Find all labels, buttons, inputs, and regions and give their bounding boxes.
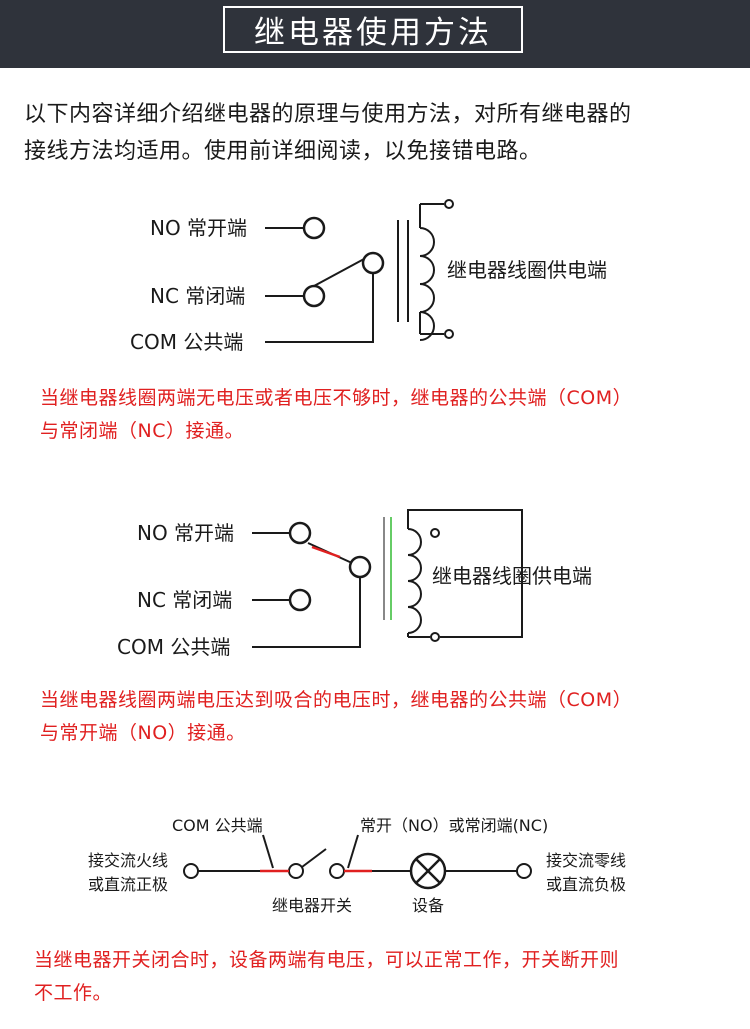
relay-switch-circuit: COM 公共端 常开（NO）或常闭端(NC) 接交流火线 或直流正极 接交流零线… xyxy=(88,816,626,915)
com-pivot xyxy=(361,251,385,275)
com-wire xyxy=(252,577,361,648)
page-title: 继电器使用方法 xyxy=(223,6,523,53)
coil xyxy=(407,528,422,634)
note-energized: 当继电器线圈两端电压达到吸合的电压时，继电器的公共端（COM） 与常开端（NO）… xyxy=(40,684,730,750)
coil-supply-label: 继电器线圈供电端 xyxy=(432,564,592,588)
com-label: COM 公共端 xyxy=(117,635,230,659)
intro-line-1: 以下内容详细介绍继电器的原理与使用方法，对所有继电器的 xyxy=(24,102,632,127)
relay-switch-label: 继电器开关 xyxy=(272,896,352,915)
live-terminal xyxy=(183,863,199,879)
no-terminal xyxy=(288,521,312,545)
intro-line-2: 接线方法均适用。使用前详细阅读，以免接错电路。 xyxy=(24,139,542,164)
note-switch-line-2: 不工作。 xyxy=(34,982,113,1004)
relay-diagram-rest: NO 常开端 NC 常闭端 COM 公共端 继电器线圈供电端 xyxy=(130,199,607,354)
no-label: NO 常开端 xyxy=(137,521,234,545)
armature xyxy=(313,258,365,287)
intro-paragraph: 以下内容详细介绍继电器的原理与使用方法，对所有继电器的 接线方法均适用。使用前详… xyxy=(24,96,740,170)
note-energized-line-1: 当继电器线圈两端电压达到吸合的电压时，继电器的公共端（COM） xyxy=(40,689,633,711)
coil-terminal-bottom xyxy=(444,329,454,339)
nc-terminal xyxy=(288,588,312,612)
relay-diagram-energized: NO 常开端 NC 常闭端 COM 公共端 继电器线圈供电端 xyxy=(117,509,592,659)
note-rest: 当继电器线圈两端无电压或者电压不够时，继电器的公共端（COM） 与常闭端（NC）… xyxy=(40,382,730,448)
live-label-line-2: 或直流正极 xyxy=(88,875,168,894)
nc-terminal xyxy=(302,284,326,308)
no-nc-pointer xyxy=(347,834,359,869)
coil-terminal-top xyxy=(444,199,454,209)
switch-contact-right xyxy=(329,863,345,879)
switch-contact-left xyxy=(288,863,304,879)
nc-label: NC 常闭端 xyxy=(137,588,232,612)
note-rest-line-1: 当继电器线圈两端无电压或者电压不够时，继电器的公共端（COM） xyxy=(40,387,633,409)
coil-top-wire xyxy=(407,509,523,638)
header-bar: 继电器使用方法 xyxy=(0,0,750,68)
switch-blade xyxy=(301,848,327,868)
note-rest-line-2: 与常闭端（NC）接通。 xyxy=(40,420,244,442)
coil-terminal-top xyxy=(430,528,440,538)
neutral-label-line-2: 或直流负极 xyxy=(546,875,626,894)
com-label: COM 公共端 xyxy=(172,816,263,835)
coil-supply-label: 继电器线圈供电端 xyxy=(447,258,607,282)
live-label-line-1: 接交流火线 xyxy=(88,851,168,870)
neutral-label-line-1: 接交流零线 xyxy=(546,851,626,870)
no-nc-label: 常开（NO）或常闭端(NC) xyxy=(360,816,548,835)
no-label: NO 常开端 xyxy=(150,216,247,240)
com-pointer xyxy=(262,834,274,869)
coil xyxy=(419,227,435,341)
no-terminal xyxy=(302,216,326,240)
com-label: COM 公共端 xyxy=(130,330,243,354)
note-switch-line-1: 当继电器开关闭合时，设备两端有电压，可以正常工作，开关断开则 xyxy=(34,949,620,971)
neutral-terminal xyxy=(516,863,532,879)
note-energized-line-2: 与常开端（NO）接通。 xyxy=(40,722,246,744)
nc-label: NC 常闭端 xyxy=(150,284,245,308)
com-pivot xyxy=(348,555,372,579)
device-label: 设备 xyxy=(412,896,444,915)
coil-terminal-bottom xyxy=(430,632,440,642)
com-wire xyxy=(265,273,374,343)
note-switch: 当继电器开关闭合时，设备两端有电压，可以正常工作，开关断开则 不工作。 xyxy=(34,944,724,1010)
contact-highlight xyxy=(311,545,341,559)
lamp-cross-b xyxy=(415,858,441,884)
